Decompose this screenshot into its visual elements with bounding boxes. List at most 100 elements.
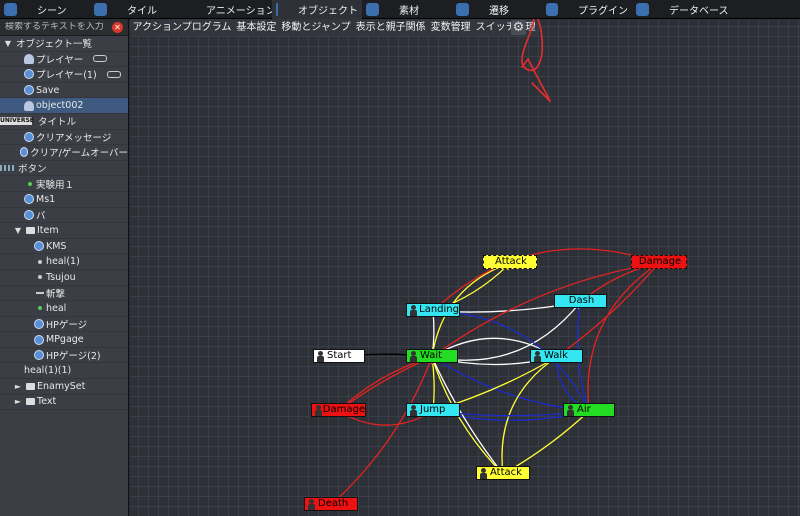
tree-item[interactable]: MPgage <box>0 332 128 348</box>
settings-tab[interactable]: 移動とジャンプ <box>281 22 351 33</box>
transition-link[interactable] <box>432 248 660 312</box>
object-settings-tabs: アクションプログラム基本設定移動とジャンプ表示と親子関係変数管理スイッチ管理 <box>130 19 539 36</box>
tree-item-label: HPゲージ(2) <box>46 351 101 363</box>
tree-item[interactable]: heal(1) <box>0 254 128 270</box>
state-node-wait[interactable]: Wait <box>406 349 458 363</box>
tree-item[interactable]: heal <box>0 301 128 317</box>
circle-object-icon <box>24 209 34 220</box>
settings-tab[interactable]: スイッチ管理 <box>475 22 536 33</box>
clear-search-icon[interactable]: ✕ <box>112 22 123 33</box>
tree-item-label: タイトル <box>38 117 77 129</box>
state-node-label: Attack <box>495 256 527 267</box>
tree-item[interactable]: ▼オブジェクト一覧 <box>0 36 128 52</box>
tree-item[interactable]: ►EnamySet <box>0 379 128 395</box>
person-icon <box>409 350 418 362</box>
tree-item[interactable]: Tsujou <box>0 270 128 286</box>
transition-link[interactable] <box>330 355 434 506</box>
circle-object-icon <box>24 85 34 96</box>
annotation-stroke <box>531 82 551 102</box>
settings-tab[interactable]: アクションプログラム <box>132 22 232 33</box>
circle-object-icon <box>24 69 34 80</box>
transition-link[interactable] <box>498 356 557 476</box>
tree-item-label: バ <box>36 210 46 222</box>
search-input[interactable] <box>5 22 109 32</box>
tree-item[interactable]: ボタン <box>0 161 128 177</box>
state-node-jump[interactable]: Jump <box>406 403 460 417</box>
tab-asset[interactable]: 素材 <box>362 0 452 19</box>
transition-link[interactable] <box>584 262 660 413</box>
tree-item-label: クリアメッセージ <box>36 132 112 144</box>
state-node-damage_top[interactable]: Damage <box>631 255 687 269</box>
tree-item-label: heal <box>46 302 67 314</box>
tree-item[interactable]: 斬撃 <box>0 286 128 302</box>
tree-item[interactable]: heal(1)(1) <box>0 363 128 380</box>
tree-item[interactable]: バ <box>0 208 128 224</box>
state-node-damage_left[interactable]: Damage <box>311 403 366 417</box>
tab-transition[interactable]: 遷移 <box>452 0 542 19</box>
state-node-attack_bottom[interactable]: Attack <box>476 466 530 480</box>
settings-tab[interactable]: 表示と親子関係 <box>355 22 426 33</box>
tab-animation[interactable]: アニメーション <box>182 0 276 19</box>
tree-item-label: heal(1) <box>46 256 80 268</box>
tree-item[interactable]: プレイヤー(1) <box>0 67 128 83</box>
tree-item[interactable]: HPゲージ(2) <box>0 348 128 364</box>
tree-item-label: 実験用１ <box>36 179 75 191</box>
tree-item-label: HPゲージ <box>46 319 88 331</box>
expand-toggle-icon[interactable]: ► <box>14 397 22 407</box>
person-object-icon <box>24 100 34 111</box>
tree-item[interactable]: HPゲージ <box>0 317 128 333</box>
expand-toggle-icon[interactable]: ▼ <box>4 38 12 48</box>
state-node-start[interactable]: Start <box>313 349 365 363</box>
person-icon <box>479 467 488 479</box>
folder-object-icon <box>26 382 35 390</box>
annotation-circle <box>521 19 544 72</box>
expand-toggle-icon[interactable]: ▼ <box>14 225 22 235</box>
tree-item-label: ボタン <box>18 164 47 176</box>
state-node-label: Damage <box>638 256 682 267</box>
gear-icon[interactable]: ⚙ <box>511 20 526 35</box>
state-node-air[interactable]: Air <box>563 403 615 417</box>
state-node-dash[interactable]: Dash <box>554 294 607 308</box>
tree-item[interactable]: KMS <box>0 239 128 255</box>
state-node-label: Jump <box>420 404 446 415</box>
tab-label: シーン <box>37 6 67 17</box>
tree-item-label: Item <box>37 224 59 236</box>
dot-object-icon <box>38 275 42 280</box>
state-node-landing[interactable]: Landing <box>406 303 460 317</box>
transition-link[interactable] <box>430 262 660 358</box>
state-node-attack_top[interactable]: Attack <box>483 255 537 269</box>
tab-plugin[interactable]: プラグイン <box>542 0 632 19</box>
tree-item[interactable]: object002 <box>0 98 128 114</box>
tree-item[interactable]: 実験用１ <box>0 176 128 192</box>
tree-item[interactable]: ►Text <box>0 395 128 411</box>
tree-item-label: プレイヤー(1) <box>36 70 97 82</box>
tree-item[interactable]: ▼ Item <box>0 223 128 239</box>
tree-item[interactable]: クリアメッセージ <box>0 130 128 146</box>
expand-toggle-icon[interactable]: ► <box>14 381 22 391</box>
tab-tile[interactable]: タイル <box>90 0 182 19</box>
tab-object[interactable]: オブジェクト <box>272 0 362 19</box>
state-node-walk[interactable]: Walk <box>530 349 583 363</box>
dotg-object-icon <box>38 306 42 311</box>
tree-item[interactable]: プレイヤー <box>0 52 128 68</box>
tree-item[interactable]: クリア/ゲームオーバー <box>0 145 128 161</box>
settings-tab[interactable]: 基本設定 <box>236 22 277 33</box>
tab-scene[interactable]: シーン <box>0 0 90 19</box>
tab-database[interactable]: データベース <box>632 0 800 19</box>
transition-icon <box>456 3 469 16</box>
transition-link[interactable] <box>431 356 504 475</box>
tree-item-label: KMS <box>46 240 67 252</box>
dot-object-icon <box>38 259 42 264</box>
settings-tab[interactable]: 変数管理 <box>430 22 471 33</box>
state-node-death[interactable]: Death <box>304 497 358 511</box>
tree-item-label: Ms1 <box>36 193 56 205</box>
transition-link[interactable] <box>431 355 504 475</box>
transition-link[interactable] <box>555 262 660 358</box>
tree-item[interactable]: Save <box>0 83 128 99</box>
tree-item[interactable]: Ms1 <box>0 192 128 208</box>
asset-icon <box>366 3 379 16</box>
tree-item-label: クリア/ゲームオーバー <box>30 148 128 160</box>
object-icon <box>276 3 278 16</box>
